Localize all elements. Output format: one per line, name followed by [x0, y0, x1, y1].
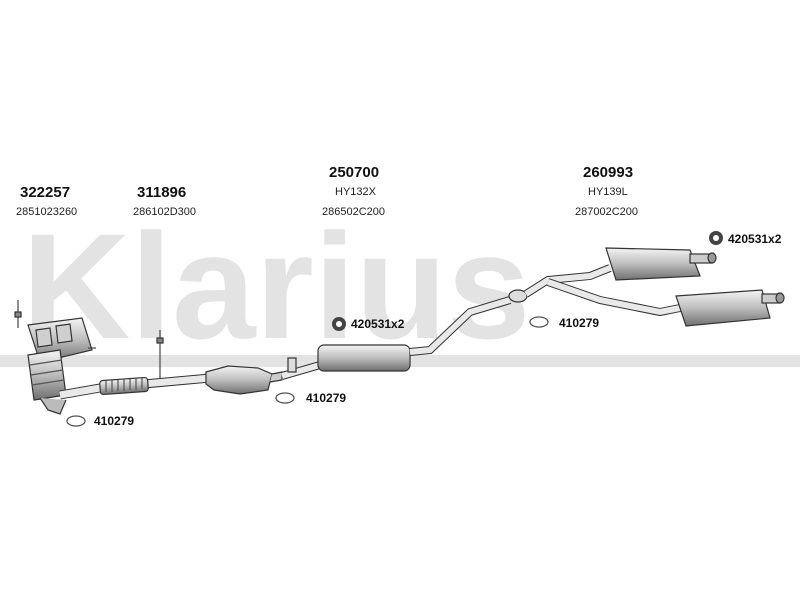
part-number-250700: 250700 [329, 164, 380, 181]
mount-rubber-icon [332, 231, 723, 331]
part-code-322257: 2851023260 [16, 206, 78, 218]
part-code-250700: HY132X [335, 186, 376, 198]
centre-pipe-silencer [280, 296, 512, 380]
seal-ring-icon [66, 316, 549, 427]
ref-mount-front: 420531x2 [351, 317, 405, 331]
rear-section [508, 247, 785, 327]
catalytic-converter [205, 365, 283, 395]
part-code-311896: 286102D300 [133, 206, 197, 218]
part-number-260993: 260993 [583, 164, 634, 181]
watermark-text: Klarius [22, 202, 531, 370]
front-pipe [59, 330, 211, 400]
part-code2-250700: 286502C200 [322, 206, 386, 218]
exhaust-manifold [14, 300, 96, 415]
part-code-260993: HY139L [588, 186, 628, 198]
part-number-311896: 311896 [137, 184, 187, 201]
part-number-322257: 322257 [20, 184, 71, 201]
ref-ring-mid: 410279 [306, 391, 347, 405]
ref-mount-rear: 420531x2 [728, 232, 782, 246]
ref-ring-left: 410279 [94, 414, 135, 428]
ref-ring-right: 410279 [559, 316, 600, 330]
part-code2-260993: 287002C200 [575, 206, 639, 218]
